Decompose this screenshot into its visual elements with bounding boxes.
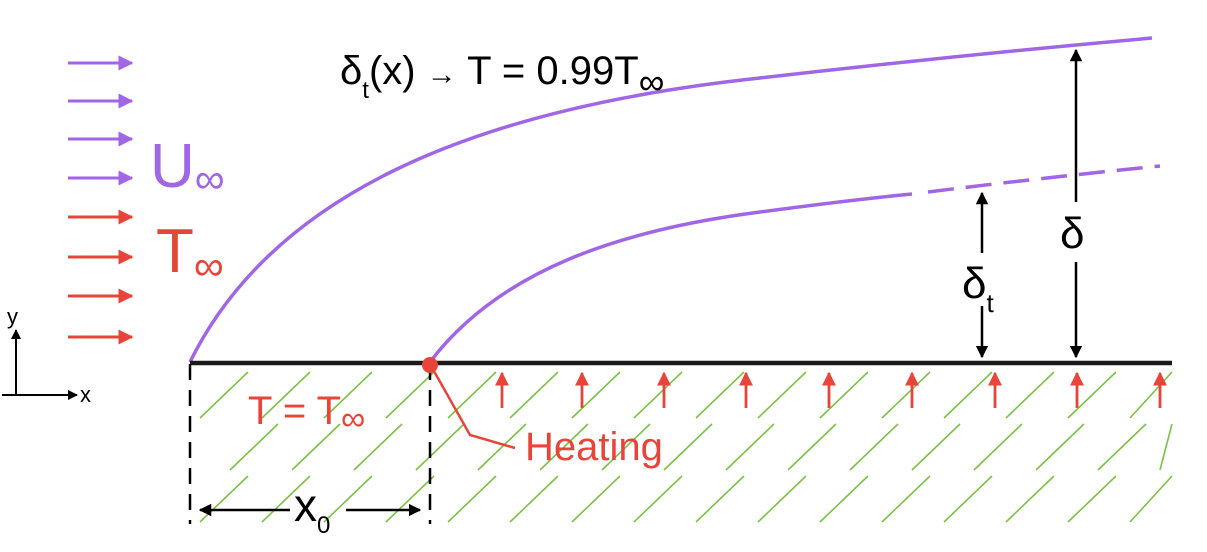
unheated-temperature-label: T = T∞: [248, 389, 365, 438]
thermal-definition-label: δt(x) → T = 0.99T∞: [340, 49, 664, 104]
hatch-line: [1035, 423, 1085, 471]
hatch-line: [1067, 475, 1117, 523]
hatch-line: [973, 423, 1023, 471]
hatch-line: [261, 475, 311, 523]
hatch-line: [695, 371, 745, 419]
heating-start-dot: [422, 357, 438, 373]
velocity-boundary-layer-curve: [188, 36, 1153, 363]
hatch-line: [571, 475, 621, 523]
hatch-line: [323, 475, 373, 523]
heating-label: Heating: [525, 425, 663, 469]
hatch-line: [353, 423, 403, 471]
thermal-thickness-label: δt: [962, 259, 995, 318]
hatch-line: [1067, 371, 1117, 419]
hatch-line: [291, 423, 341, 471]
hatch-line: [415, 423, 465, 471]
hatch-line: [663, 423, 713, 471]
hatch-line: [199, 475, 249, 523]
hatch-line: [819, 371, 869, 419]
hatch-line: [757, 475, 807, 523]
thermal-boundary-layer-curve: [428, 192, 913, 364]
hatch-line: [199, 371, 249, 419]
hatch-line: [695, 475, 745, 523]
heating-arrows: [495, 371, 1167, 408]
hatch-line: [819, 475, 869, 523]
hatch-line: [385, 371, 435, 419]
hatch-line: [633, 475, 683, 523]
hatch-line: [539, 423, 589, 471]
hatch-line: [881, 475, 931, 523]
temperature-arrows: [68, 209, 134, 345]
hatch-line: [1005, 475, 1055, 523]
hatch-line: [509, 371, 559, 419]
velocity-thickness-label: δ: [1060, 209, 1085, 258]
hatch-line: [757, 371, 807, 419]
velocity-arrows: [68, 55, 134, 186]
x-axis-label: x: [80, 382, 91, 407]
hatch-line: [477, 423, 527, 471]
hatch-line: [571, 371, 621, 419]
hatch-line: [447, 475, 497, 523]
hatch-line: [1129, 371, 1173, 419]
substrate-hatching: [199, 371, 1173, 523]
freestream-velocity-label: U∞: [150, 132, 225, 202]
hatch-line: [1097, 423, 1147, 471]
hatch-line: [881, 371, 931, 419]
hatch-line: [229, 423, 279, 471]
hatch-line: [787, 423, 837, 471]
hatch-line: [849, 423, 899, 471]
hatch-line: [725, 423, 775, 471]
hatch-line: [323, 371, 373, 419]
hatch-line: [911, 423, 961, 471]
hatch-line: [509, 475, 559, 523]
heating-leader-line: [428, 363, 516, 450]
hatch-line: [385, 475, 435, 523]
thermal-boundary-layer-dashed: [927, 164, 1161, 194]
y-axis-label: y: [7, 304, 18, 329]
hatch-line: [1005, 371, 1055, 419]
hatch-line: [261, 371, 311, 419]
hatch-line: [943, 475, 993, 523]
hatch-line: [1129, 475, 1173, 523]
hatch-line: [633, 371, 683, 419]
hatch-line: [1159, 423, 1173, 471]
freestream-temperature-label: T∞: [156, 217, 224, 289]
unheated-length-label: x0: [294, 479, 330, 539]
hatch-line: [601, 423, 651, 471]
hatch-line: [943, 371, 993, 419]
